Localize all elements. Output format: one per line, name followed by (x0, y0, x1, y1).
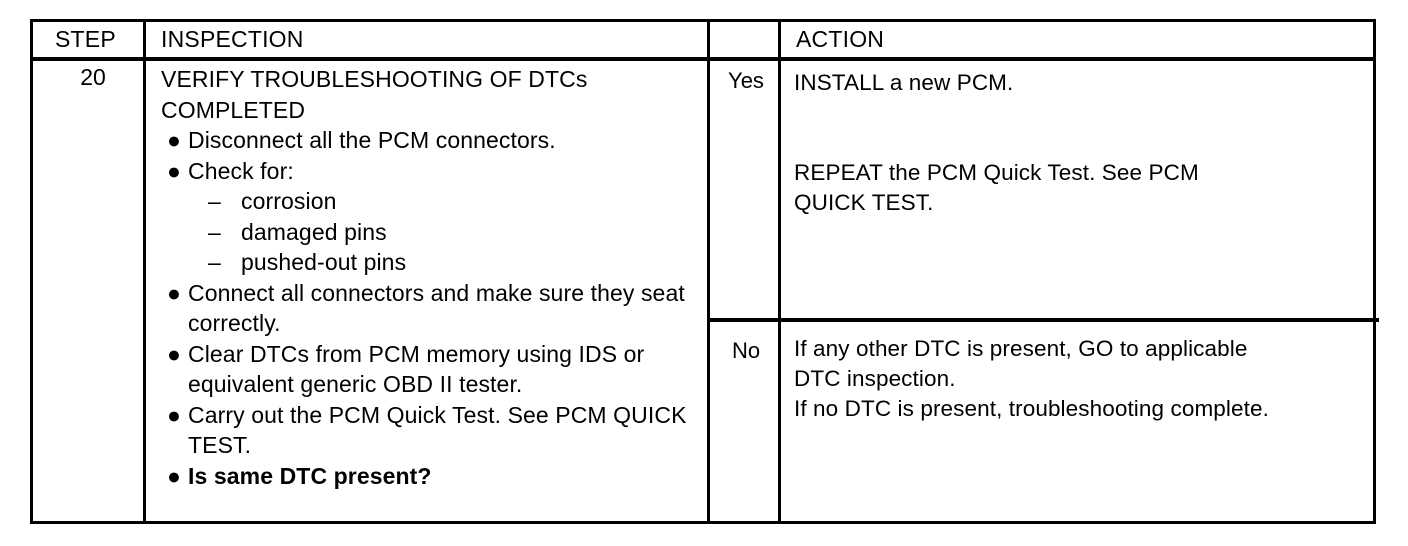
header-divider (33, 57, 1373, 61)
list-item: ● Carry out the PCM Quick Test. See PCM … (161, 400, 701, 461)
troubleshooting-table: STEP INSPECTION ACTION 20 VERIFY TROUBLE… (30, 19, 1379, 524)
sub-list-item-text: corrosion (241, 188, 337, 214)
dash-icon: – (208, 249, 221, 275)
yes-no-row-divider (707, 318, 1379, 322)
bullet-icon: ● (167, 462, 181, 489)
sub-list-item: – damaged pins (161, 217, 701, 248)
step-column-divider (143, 22, 146, 521)
dash-icon: – (208, 188, 221, 214)
inspection-title: VERIFY TROUBLESHOOTING OF DTCs COMPLETED (161, 66, 588, 123)
list-item-text: Disconnect all the PCM connectors. (188, 127, 556, 153)
action-no: If any other DTC is present, GO to appli… (794, 336, 1269, 421)
list-item-question: ● Is same DTC present? (161, 461, 701, 492)
column-header-inspection: INSPECTION (161, 26, 304, 52)
list-item: ● Disconnect all the PCM connectors. (161, 125, 701, 156)
inspection-cell: VERIFY TROUBLESHOOTING OF DTCs COMPLETED… (161, 64, 701, 491)
list-item-text: Is same DTC present? (188, 462, 432, 489)
column-header-step: STEP (55, 26, 116, 52)
bullet-icon: ● (167, 279, 181, 306)
list-item-text: Connect all connectors and make sure the… (188, 279, 685, 337)
result-label-no: No (731, 338, 761, 363)
column-header-action: ACTION (796, 26, 885, 52)
sub-list-item: – corrosion (161, 186, 701, 217)
list-item: ● Connect all connectors and make sure t… (161, 278, 701, 339)
inspection-column-divider (707, 22, 710, 521)
bullet-icon: ● (167, 401, 181, 428)
sub-list-item-text: pushed-out pins (241, 249, 407, 275)
inspection-sub-list: – corrosion – damaged pins – pushed-out … (161, 186, 701, 278)
list-item: ● Check for: (161, 156, 701, 187)
inspection-bullet-list: ● Disconnect all the PCM connectors. ● C… (161, 125, 701, 491)
step-number: 20 (80, 64, 106, 90)
list-item-text: Check for: (188, 157, 294, 184)
bullet-icon: ● (167, 340, 181, 367)
list-item: ● Clear DTCs from PCM memory using IDS o… (161, 339, 701, 400)
action-yes-primary: INSTALL a new PCM. (794, 70, 1014, 95)
action-yes-secondary: REPEAT the PCM Quick Test. See PCM QUICK… (794, 160, 1199, 215)
bullet-icon: ● (167, 127, 181, 153)
bullet-icon: ● (167, 157, 181, 184)
result-label-yes: Yes (728, 68, 764, 93)
dash-icon: – (208, 218, 221, 245)
list-item-text: Carry out the PCM Quick Test. See PCM QU… (188, 401, 687, 459)
sub-list-item: – pushed-out pins (161, 247, 701, 278)
sub-list-item-text: damaged pins (241, 218, 387, 245)
result-column-divider (778, 22, 781, 521)
list-item-text: Clear DTCs from PCM memory using IDS or … (188, 340, 645, 398)
